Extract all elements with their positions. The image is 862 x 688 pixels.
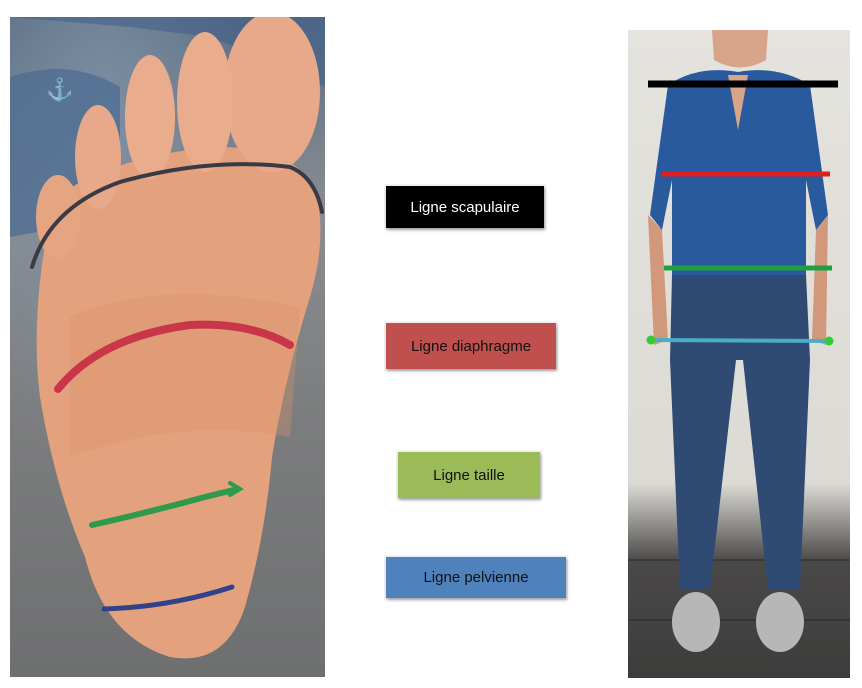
anchor-icon: ⚓ — [46, 77, 74, 102]
foot-line-pelvienne — [101, 584, 235, 612]
standing-body-photo — [628, 30, 850, 678]
big-toe — [224, 17, 320, 172]
legend-scapulaire: Ligne scapulaire — [386, 186, 544, 228]
sole-shape — [36, 147, 321, 659]
foot-line-taille — [89, 486, 241, 528]
jeans — [670, 275, 810, 590]
foot-line-scapulaire — [30, 162, 324, 269]
standing-body-illustration — [628, 30, 850, 652]
pelvic-marker-right — [824, 336, 834, 346]
toe-5 — [36, 175, 80, 259]
legend-taille: Ligne taille — [398, 452, 540, 498]
legend-pelvienne: Ligne pelvienne — [386, 557, 566, 598]
body-line-pelvienne — [650, 338, 830, 343]
pelvic-marker-left — [646, 335, 656, 345]
toe-4 — [75, 105, 121, 209]
foot-sole-illustration — [10, 17, 325, 659]
legend-diaphragme: Ligne diaphragme — [386, 323, 556, 369]
toe-2 — [177, 32, 233, 172]
foot-sole-photo: ⚓ — [10, 17, 325, 677]
toe-3 — [125, 55, 175, 179]
foot-line-diaphragme — [54, 320, 294, 393]
